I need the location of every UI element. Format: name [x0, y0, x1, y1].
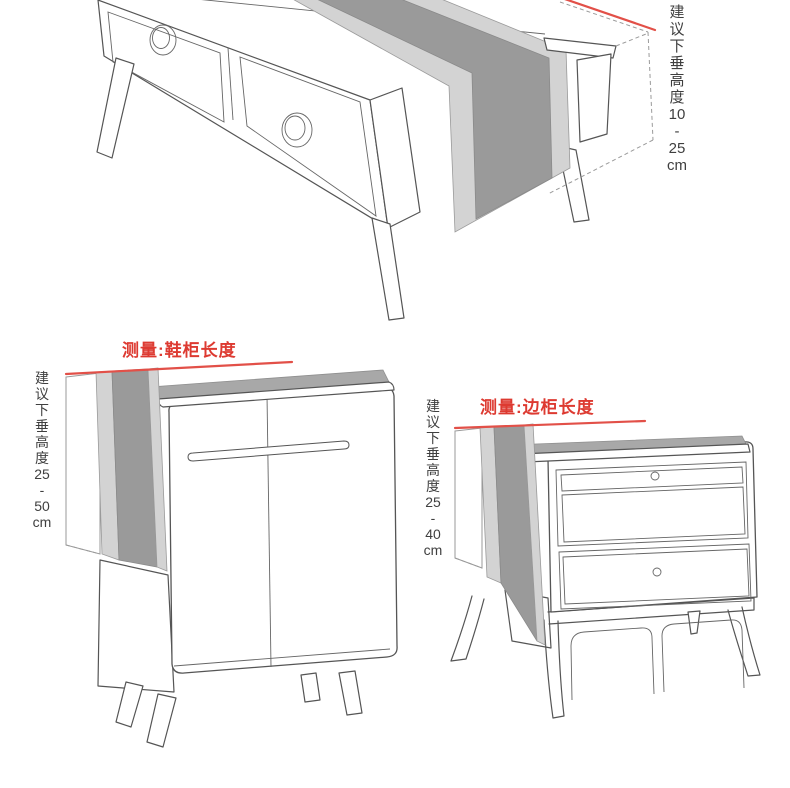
tv-top-bullnose-end	[543, 37, 617, 59]
tv-ring-handle-1	[149, 24, 177, 56]
shoe-cabinet-illustration	[64, 360, 398, 748]
tv-hidden-edges-dashed	[547, 1, 654, 195]
shoe-leg-2	[146, 693, 177, 748]
shoe-front-face	[168, 386, 398, 674]
shoe-handle-bar	[187, 440, 350, 462]
tv-drawer-divider	[227, 47, 234, 121]
tv-leg-front-right	[371, 217, 405, 321]
shoe-door-divider	[266, 394, 272, 668]
measure-line-tv	[564, 0, 657, 32]
shoe-side-face	[97, 559, 175, 693]
sidecab-drawer-1	[555, 461, 749, 547]
measure-line-side	[453, 419, 647, 430]
runner-back-panel-shoe	[65, 372, 101, 555]
tv-cabinet-end	[369, 87, 421, 229]
shoe-leg-4	[338, 670, 363, 716]
tv-stand-illustration	[96, 0, 657, 321]
drape-height-note-shoe: 建 议 下 垂 高 度 25 - 50 cm	[32, 370, 52, 530]
measure-line-shoe	[64, 360, 294, 376]
shoe-leg-3	[300, 672, 321, 703]
tv-ring-handle-2	[281, 112, 313, 148]
measure-label-side: 测量:边柜长度	[480, 398, 595, 417]
drape-height-note-side: 建 议 下 垂 高 度 25 - 40 cm	[423, 398, 443, 558]
tv-leg-front-left	[96, 57, 135, 159]
tv-drawer-2	[239, 56, 377, 217]
runner-panel-dashed-edge-shoe	[65, 544, 101, 555]
runner-back-panel-side	[454, 427, 483, 569]
sidecab-drawer-2	[558, 543, 752, 610]
side-cabinet-illustration	[450, 419, 761, 719]
table-runner-graphic-side	[479, 423, 546, 646]
measure-label-shoe: 测量:鞋柜长度	[122, 341, 237, 360]
drape-height-note-tv: 建 议 下 垂 高 度 10 - 25 cm	[667, 4, 687, 174]
shoe-bottom-inner-line	[173, 648, 391, 667]
runner-panel-dashed-edge-side	[454, 557, 483, 569]
tv-drawer-1	[107, 11, 225, 123]
table-runner-graphic-shoe	[95, 367, 168, 572]
shoe-leg-1	[115, 681, 144, 728]
tv-top-end-face	[576, 53, 612, 143]
sidecab-base	[450, 595, 761, 719]
table-runner-graphic-tv	[293, 0, 571, 233]
